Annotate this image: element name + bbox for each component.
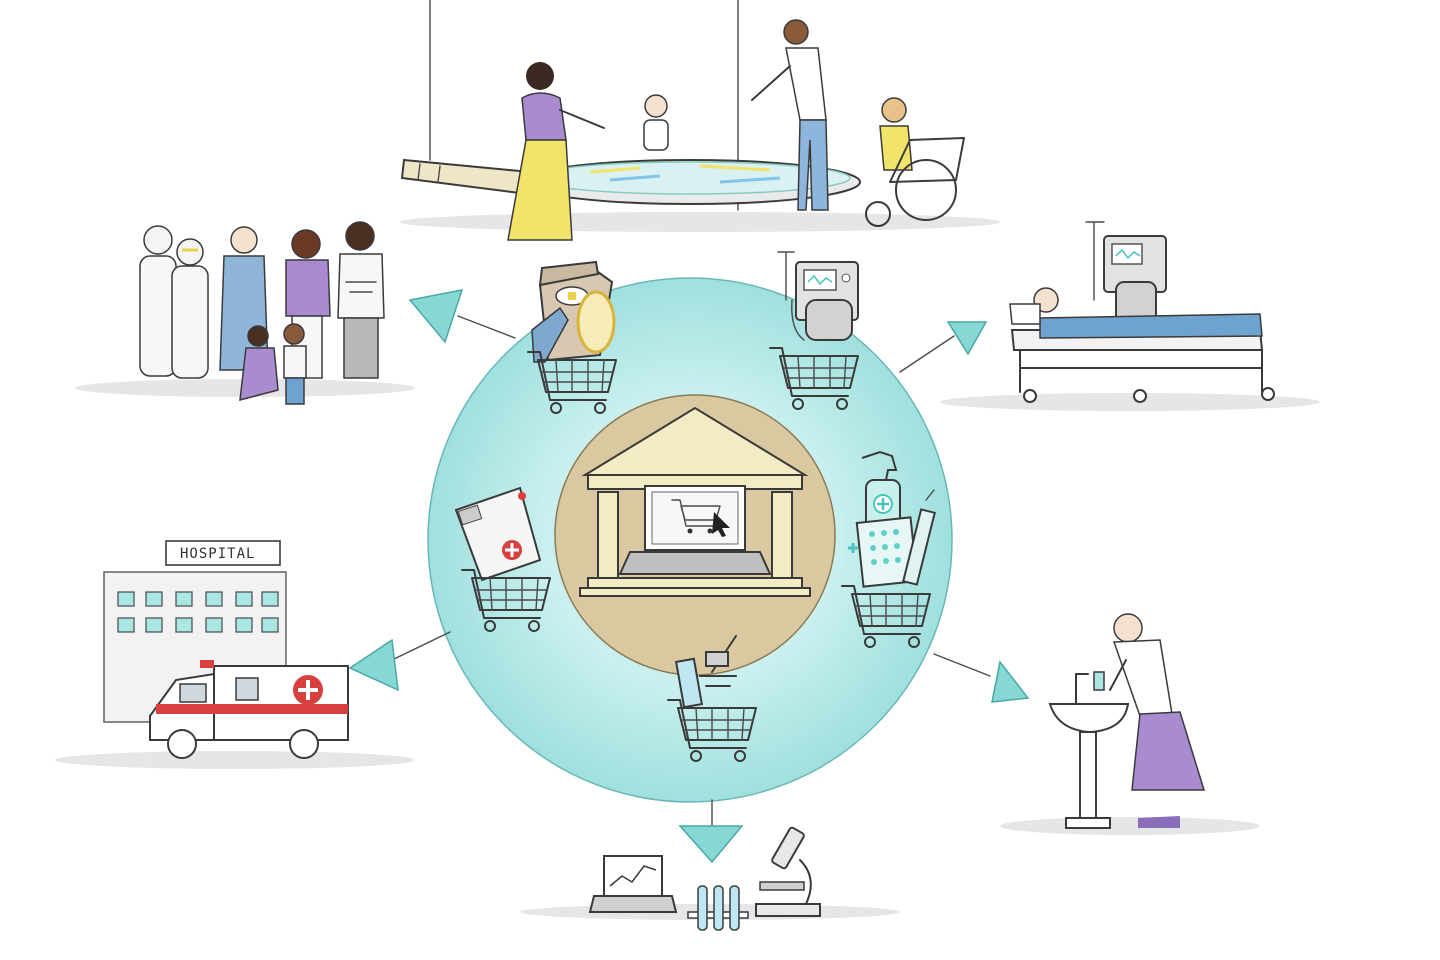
person-purple-top — [285, 229, 331, 379]
handwashing-scene — [1000, 613, 1260, 835]
ventilator-icon — [777, 251, 859, 341]
lab-scene — [520, 826, 900, 931]
bank-building-icon — [579, 406, 811, 597]
test-tubes-icon — [687, 885, 749, 931]
arrow-top-right — [899, 321, 988, 373]
person-wheelchair — [865, 97, 965, 227]
ppe-cart — [527, 260, 617, 414]
magnifying-glass-icon — [400, 158, 861, 205]
laptop-chart-icon — [588, 855, 678, 913]
kneeling-carer-with-child — [239, 323, 307, 405]
health-workers-group — [75, 221, 415, 405]
lab-equipment-icon — [674, 635, 737, 709]
handwashing-sink-icon — [1048, 671, 1130, 829]
microscope-icon — [755, 826, 821, 917]
arrow-top-left — [408, 289, 516, 344]
patient-bed-icon — [1009, 287, 1275, 403]
supplies-cart — [841, 450, 936, 648]
ambulance-cart — [454, 486, 551, 632]
person-washing-hands — [1109, 613, 1206, 828]
patient-bed-scene — [940, 221, 1320, 411]
ppe-suit-worker-1 — [139, 225, 177, 377]
laptop-cart-icon — [618, 485, 772, 575]
arrow-left — [348, 631, 451, 692]
hospital-ambulance-scene: HOSPITAL — [55, 540, 415, 769]
magnifying-glass-scene — [400, 0, 1000, 241]
ambulance-toy-icon — [454, 486, 542, 582]
person-sweater — [337, 221, 385, 379]
ppe-box-icon — [531, 260, 616, 363]
lab-cart — [667, 635, 757, 762]
person-yellow-skirt — [507, 62, 605, 241]
person-child — [643, 94, 669, 151]
arrow-bottom — [678, 799, 744, 864]
ambulance-icon — [149, 660, 349, 759]
ventilator-cart — [769, 251, 859, 410]
pills-icon — [848, 516, 919, 588]
arrow-right — [933, 653, 1030, 703]
ppe-suit-worker-2 — [171, 238, 209, 379]
hospital-sign: HOSPITAL — [180, 546, 255, 562]
wheelchair-icon — [865, 137, 965, 227]
syringe-icon — [902, 489, 936, 586]
ventilator-icon — [1085, 221, 1167, 325]
person-man-pointing — [751, 19, 829, 211]
